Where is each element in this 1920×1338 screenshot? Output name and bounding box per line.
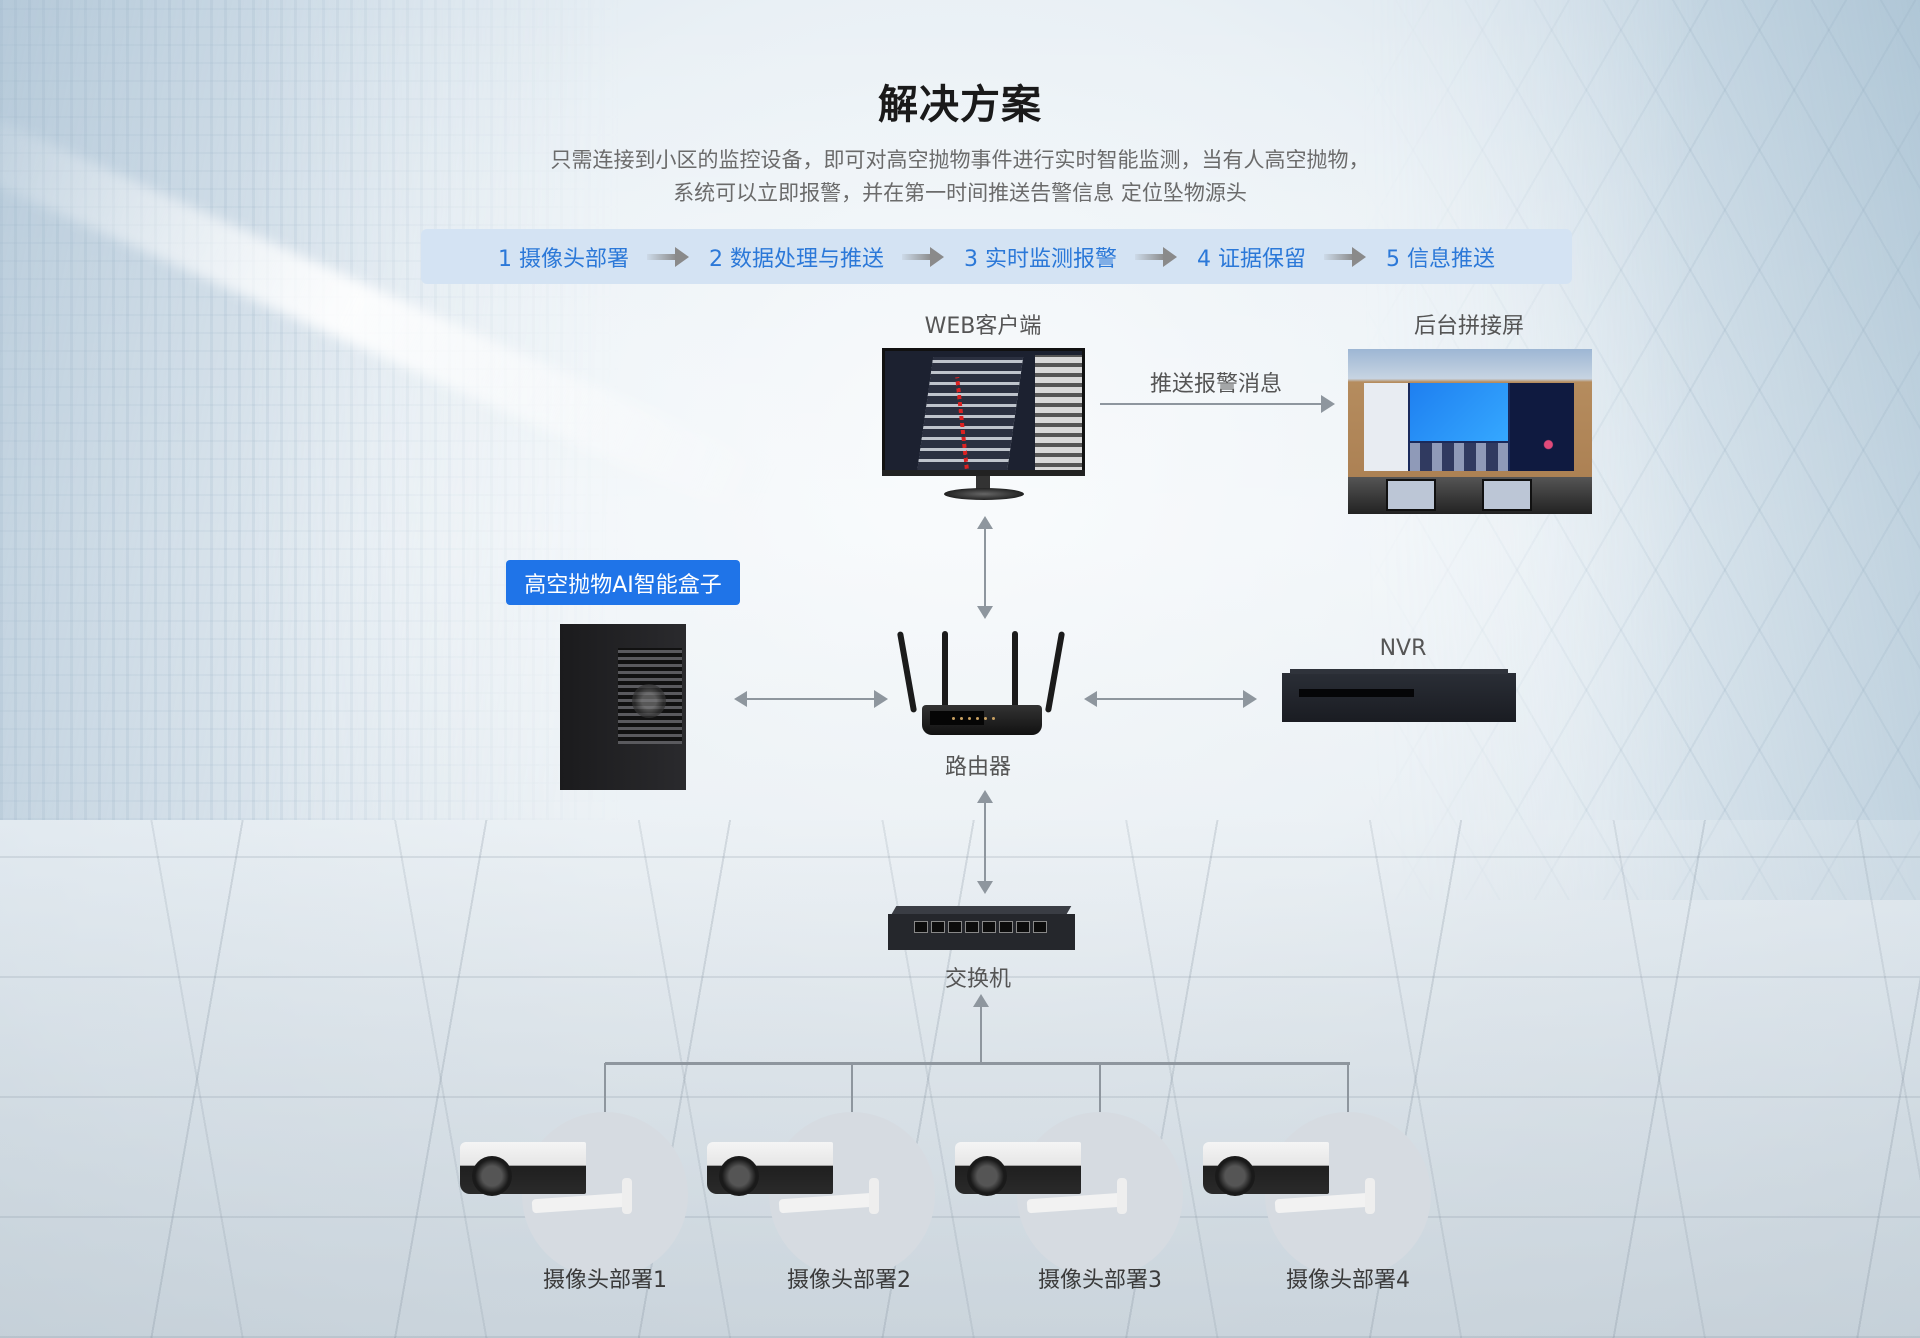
arrow-right-icon — [1321, 395, 1335, 413]
arrow-down-icon — [977, 606, 993, 619]
arrow-up-icon — [977, 516, 993, 529]
nvr-label: NVR — [1379, 636, 1427, 661]
camera-icon — [460, 1112, 688, 1278]
connector-router-switch — [984, 802, 986, 882]
camera-drop-4 — [1347, 1063, 1349, 1113]
router-icon — [896, 631, 1066, 738]
nvr-icon — [1282, 669, 1516, 722]
arrow-left-icon — [1084, 691, 1097, 707]
arrow-right-icon — [1135, 246, 1179, 267]
camera-label-2: 摄像头部署2 — [787, 1268, 911, 1293]
arrow-right-icon — [874, 690, 888, 708]
arrow-down-icon — [977, 881, 993, 894]
connector-router-nvr — [1096, 698, 1244, 700]
arrow-right-icon — [1243, 690, 1257, 708]
page-title: 解决方案 — [878, 82, 1042, 128]
router-label: 路由器 — [944, 755, 1012, 780]
camera-icon — [1203, 1112, 1431, 1278]
background-floor-tiles — [0, 820, 1920, 1338]
step-5: 5 信息推送 — [1386, 246, 1495, 272]
push-connector — [1100, 403, 1322, 405]
camera-label-4: 摄像头部署4 — [1286, 1268, 1410, 1293]
switch-icon — [888, 906, 1075, 953]
subtitle-line-2: 系统可以立即报警，并在第一时间推送告警信息 定位坠物源头 — [673, 181, 1247, 205]
arrow-right-icon — [647, 246, 691, 267]
camera-drop-1 — [604, 1063, 606, 1113]
connector-aibox-router — [746, 698, 874, 700]
arrow-up-icon — [973, 994, 989, 1007]
switch-label: 交换机 — [944, 967, 1012, 992]
camera-drop-3 — [1099, 1063, 1101, 1113]
step-4: 4 证据保留 — [1197, 246, 1306, 272]
video-wall-icon — [1348, 349, 1592, 514]
video-wall-label: 后台拼接屏 — [1413, 314, 1525, 339]
connector-monitor-router — [984, 528, 986, 608]
arrow-up-icon — [977, 790, 993, 803]
process-steps-bar: 1 摄像头部署 2 数据处理与推送 3 实时监测报警 4 证据保留 5 信息推送 — [421, 229, 1572, 284]
push-alarm-label: 推送报警消息 — [1149, 372, 1283, 397]
step-3: 3 实时监测报警 — [964, 246, 1117, 272]
camera-icon — [955, 1112, 1183, 1278]
arrow-left-icon — [734, 691, 747, 707]
camera-icon — [707, 1112, 935, 1278]
camera-bus-line — [605, 1062, 1350, 1065]
step-2: 2 数据处理与推送 — [709, 246, 884, 272]
ai-box-label: 高空抛物AI智能盒子 — [506, 560, 740, 605]
monitor-icon — [882, 348, 1085, 502]
arrow-right-icon — [902, 246, 946, 267]
step-1: 1 摄像头部署 — [498, 246, 629, 272]
ai-box-icon — [560, 618, 686, 790]
web-client-label: WEB客户端 — [924, 314, 1042, 339]
camera-drop-2 — [851, 1063, 853, 1113]
camera-label-1: 摄像头部署1 — [543, 1268, 667, 1293]
connector-bus-switch — [980, 1006, 982, 1064]
subtitle-line-1: 只需连接到小区的监控设备，即可对高空抛物事件进行实时智能监测，当有人高空抛物， — [550, 148, 1370, 172]
arrow-right-icon — [1324, 246, 1368, 267]
camera-label-3: 摄像头部署3 — [1038, 1268, 1162, 1293]
